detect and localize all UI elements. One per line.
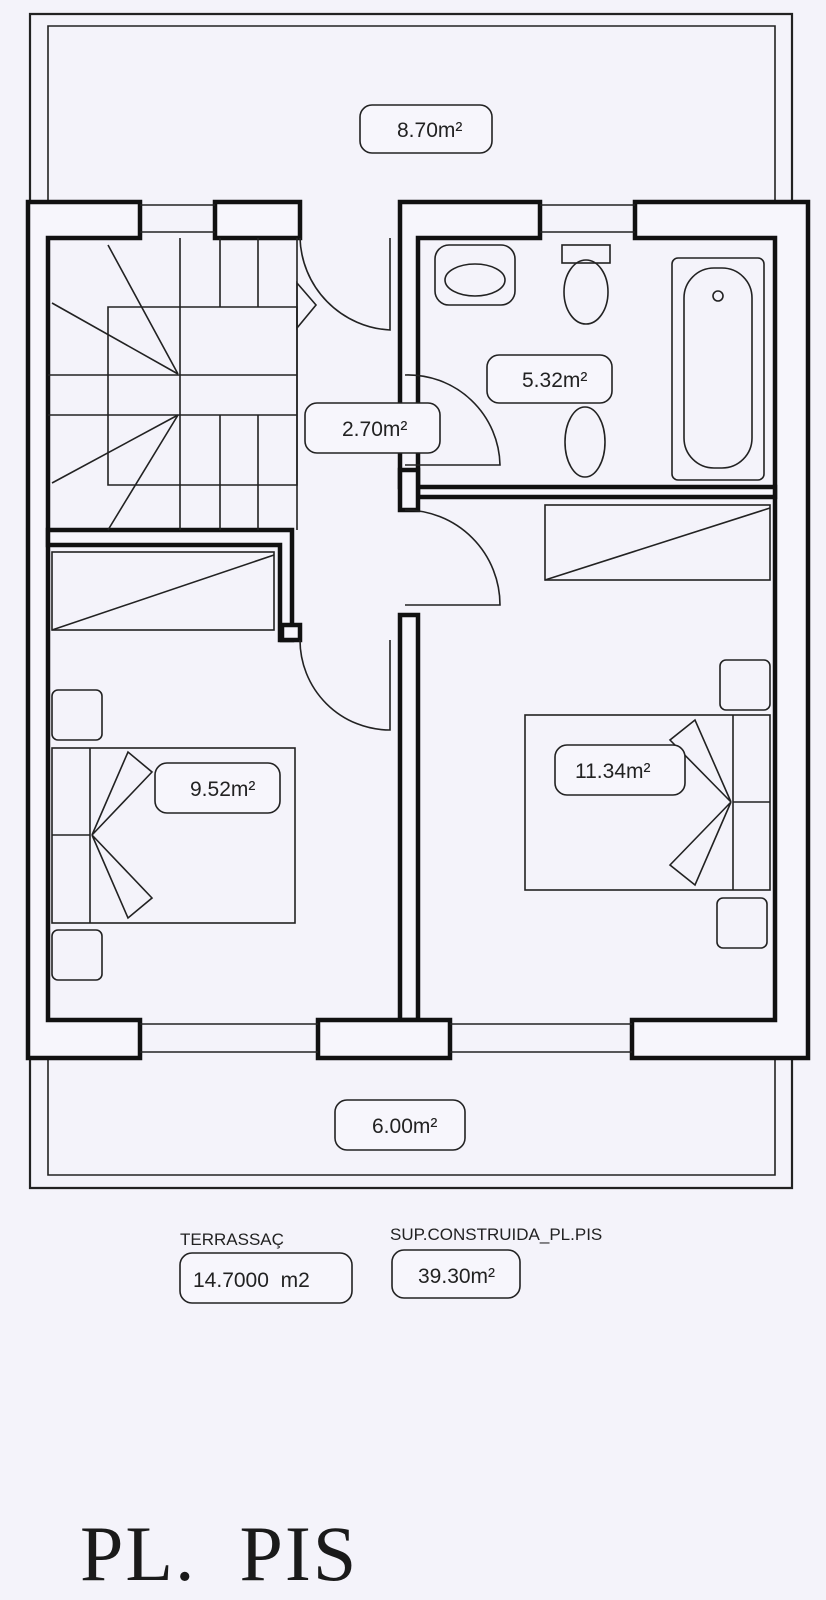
wardrobes [51,504,771,631]
area-value: 8.70m² [397,119,462,142]
terrace-summary: TERRASSAÇ 14.7000 m2 [179,1230,353,1304]
area-value: 2.70m² [342,418,407,441]
sink-icon [434,244,516,306]
terrace-top [28,12,794,200]
area-label-bathroom: 5.32m² [486,354,613,404]
area-label-bedroom-left: 9.52m² [154,762,281,814]
area-label-terrace-bottom: 6.00m² [334,1099,466,1151]
bed-right [524,659,771,949]
built-total: 39.30m² [418,1265,495,1288]
staircase [48,238,318,531]
built-area-summary: SUP.CONSTRUIDA_PL.PIS 39.30m² [390,1225,602,1299]
stair-direction-arrow-icon [296,280,318,331]
area-value: 9.52m² [190,778,255,801]
door-stair [299,237,391,331]
built-caption: SUP.CONSTRUIDA_PL.PIS [390,1225,602,1244]
walls [25,199,811,1061]
bed-left [51,689,296,981]
doors [299,237,501,731]
bathroom-fixtures [434,244,765,481]
area-label-hall: 2.70m² [304,402,441,454]
toilet-icon [563,259,609,325]
area-value: 6.00m² [372,1115,437,1138]
area-value: 11.34m² [575,760,650,783]
bathtub-icon [671,257,765,481]
plan-title: PL. PIS [80,1510,358,1597]
area-value: 5.32m² [522,369,587,392]
area-label-terrace-top: 8.70m² [359,104,493,154]
terrace-bottom [28,1058,794,1190]
door-bedroom-left [299,639,391,731]
door-bathroom [404,374,501,466]
door-bedroom-right [404,509,501,606]
bidet-icon [564,406,606,478]
area-label-bedroom-right: 11.34m² [554,744,686,796]
terrace-total: 14.7000 m2 [193,1269,310,1292]
terrace-caption: TERRASSAÇ [180,1230,284,1249]
